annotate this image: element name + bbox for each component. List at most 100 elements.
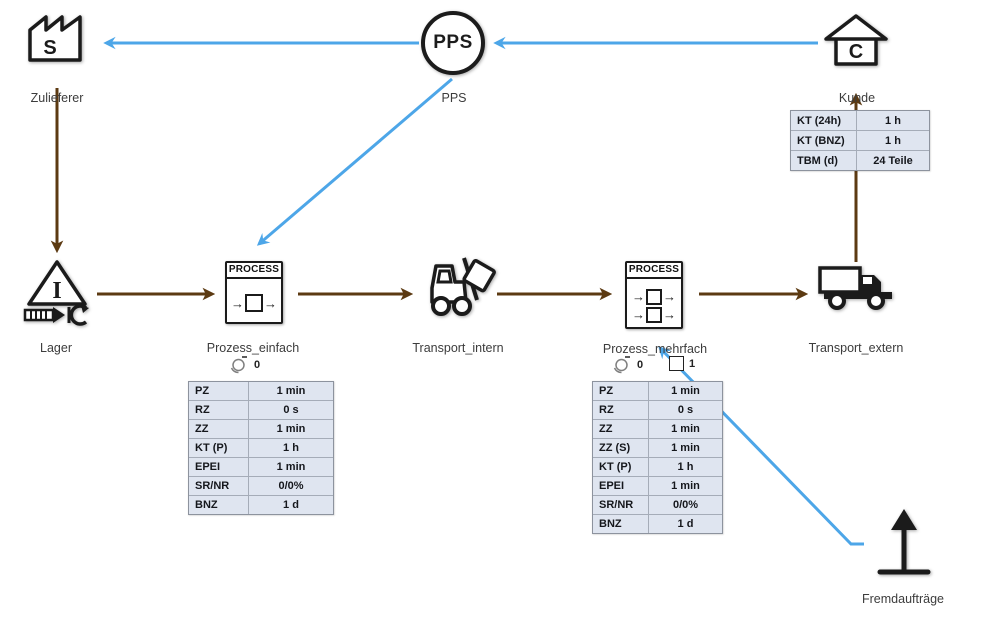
process-box-title: PROCESS: [227, 263, 281, 279]
table-cell-value: 1 min: [649, 420, 722, 438]
operator-count-value: 0: [637, 358, 644, 371]
house-letter: C: [849, 41, 863, 63]
workpiece-square-icon: [646, 288, 662, 305]
process-box-title: PROCESS: [627, 263, 681, 279]
flow-arrow-icon: →: [663, 307, 676, 322]
label-lager[interactable]: Lager: [40, 341, 72, 355]
flow-arrow-icon: →: [264, 295, 277, 311]
table-cell-value: 0/0%: [649, 496, 722, 514]
table-cell-value: 1 min: [249, 420, 333, 438]
process-box-einfach[interactable]: PROCESS → →: [225, 261, 283, 324]
label-kunde[interactable]: Kunde: [838, 91, 876, 105]
external-orders-arrow-icon[interactable]: [876, 506, 932, 584]
table-row: KT (BNZ)1 h: [791, 130, 929, 150]
table-cell-value: 1 h: [857, 131, 929, 150]
table-cell-label: ZZ: [593, 420, 649, 438]
table-cell-value: 1 min: [249, 458, 333, 476]
table-cell-label: KT (BNZ): [791, 131, 857, 150]
table-cell-label: EPEI: [593, 477, 649, 495]
table-cell-label: KT (24h): [791, 111, 857, 130]
house-icon[interactable]: C: [823, 13, 889, 69]
inventory-letter: I: [52, 278, 61, 304]
forklift-icon[interactable]: [420, 256, 496, 324]
operator-count-value: 0: [254, 358, 261, 371]
table-cell-value: 1 d: [249, 496, 333, 514]
info-flow-fremdauftraege-to-prozess-mehrfach[interactable]: [658, 346, 864, 546]
process-flow-row: → →: [632, 288, 676, 305]
table-cell-label: SR/NR: [189, 477, 249, 495]
pps-circle-text: PPS: [433, 32, 473, 53]
table-row: ZZ (S)1 min: [593, 438, 722, 457]
process-box-mehrfach[interactable]: PROCESS → → → →: [625, 261, 683, 329]
table-cell-label: RZ: [189, 401, 249, 419]
table-cell-label: SR/NR: [593, 496, 649, 514]
label-prozess-einfach[interactable]: Prozess_einfach: [206, 341, 300, 355]
table-cell-value: 1 h: [857, 111, 929, 130]
fifo-pull-icon: [23, 304, 89, 326]
table-cell-label: KT (P): [593, 458, 649, 476]
mehrfach-operator-count: 0: [612, 355, 643, 374]
workpiece-square-icon: [245, 294, 263, 312]
flow-arrow-icon: →: [632, 289, 645, 304]
process-flow-row: → →: [231, 294, 277, 312]
label-zulieferer[interactable]: Zulieferer: [30, 91, 84, 105]
table-cell-value: 1 d: [649, 515, 722, 533]
table-cell-label: ZZ: [189, 420, 249, 438]
label-transport-intern[interactable]: Transport_intern: [412, 341, 504, 355]
table-row: KT (P)1 h: [189, 438, 333, 457]
table-cell-label: RZ: [593, 401, 649, 419]
table-row: TBM (d)24 Teile: [791, 150, 929, 170]
label-pps[interactable]: PPS: [441, 91, 467, 105]
table-cell-label: PZ: [593, 382, 649, 400]
table-cell-label: BNZ: [593, 515, 649, 533]
table-cell-value: 0 s: [249, 401, 333, 419]
machine-count-value: 1: [689, 357, 696, 370]
process-flow-row: → →: [632, 306, 676, 323]
table-cell-value: 1 min: [649, 382, 722, 400]
table-cell-value: 1 min: [649, 477, 722, 495]
table-row: KT (24h)1 h: [791, 111, 929, 130]
machine-icon: [669, 356, 684, 371]
table-cell-value: 24 Teile: [857, 151, 929, 170]
mehrfach-machine-count: 1: [669, 356, 695, 371]
table-cell-label: KT (P): [189, 439, 249, 457]
truck-icon[interactable]: [816, 262, 904, 320]
table-cell-value: 1 h: [249, 439, 333, 457]
flow-arrow-icon: →: [231, 295, 244, 311]
table-cell-label: TBM (d): [791, 151, 857, 170]
table-cell-value: 0/0%: [249, 477, 333, 495]
factory-letter: S: [43, 37, 56, 59]
label-prozess-mehrfach[interactable]: Prozess_mehrfach: [602, 342, 708, 356]
table-cell-value: 0 s: [649, 401, 722, 419]
flow-arrow-icon: →: [663, 289, 676, 304]
table-cell-label: BNZ: [189, 496, 249, 514]
pps-control-node[interactable]: PPS: [421, 11, 485, 75]
flow-arrow-icon: →: [632, 307, 645, 322]
table-cell-value: 1 min: [249, 382, 333, 400]
label-fremdauftraege[interactable]: Fremdaufträge: [862, 592, 944, 606]
label-transport-extern[interactable]: Transport_extern: [808, 341, 904, 355]
factory-icon[interactable]: S: [24, 10, 90, 66]
operator-icon: [230, 356, 247, 374]
info-flow-pps-to-prozess-einfach[interactable]: [256, 77, 453, 246]
table-row: KT (P)1 h: [593, 457, 722, 476]
operator-icon: [613, 356, 630, 374]
inventory-triangle-icon[interactable]: I: [23, 257, 91, 331]
einfach-operator-count: 0: [229, 355, 260, 374]
table-cell-label: PZ: [189, 382, 249, 400]
